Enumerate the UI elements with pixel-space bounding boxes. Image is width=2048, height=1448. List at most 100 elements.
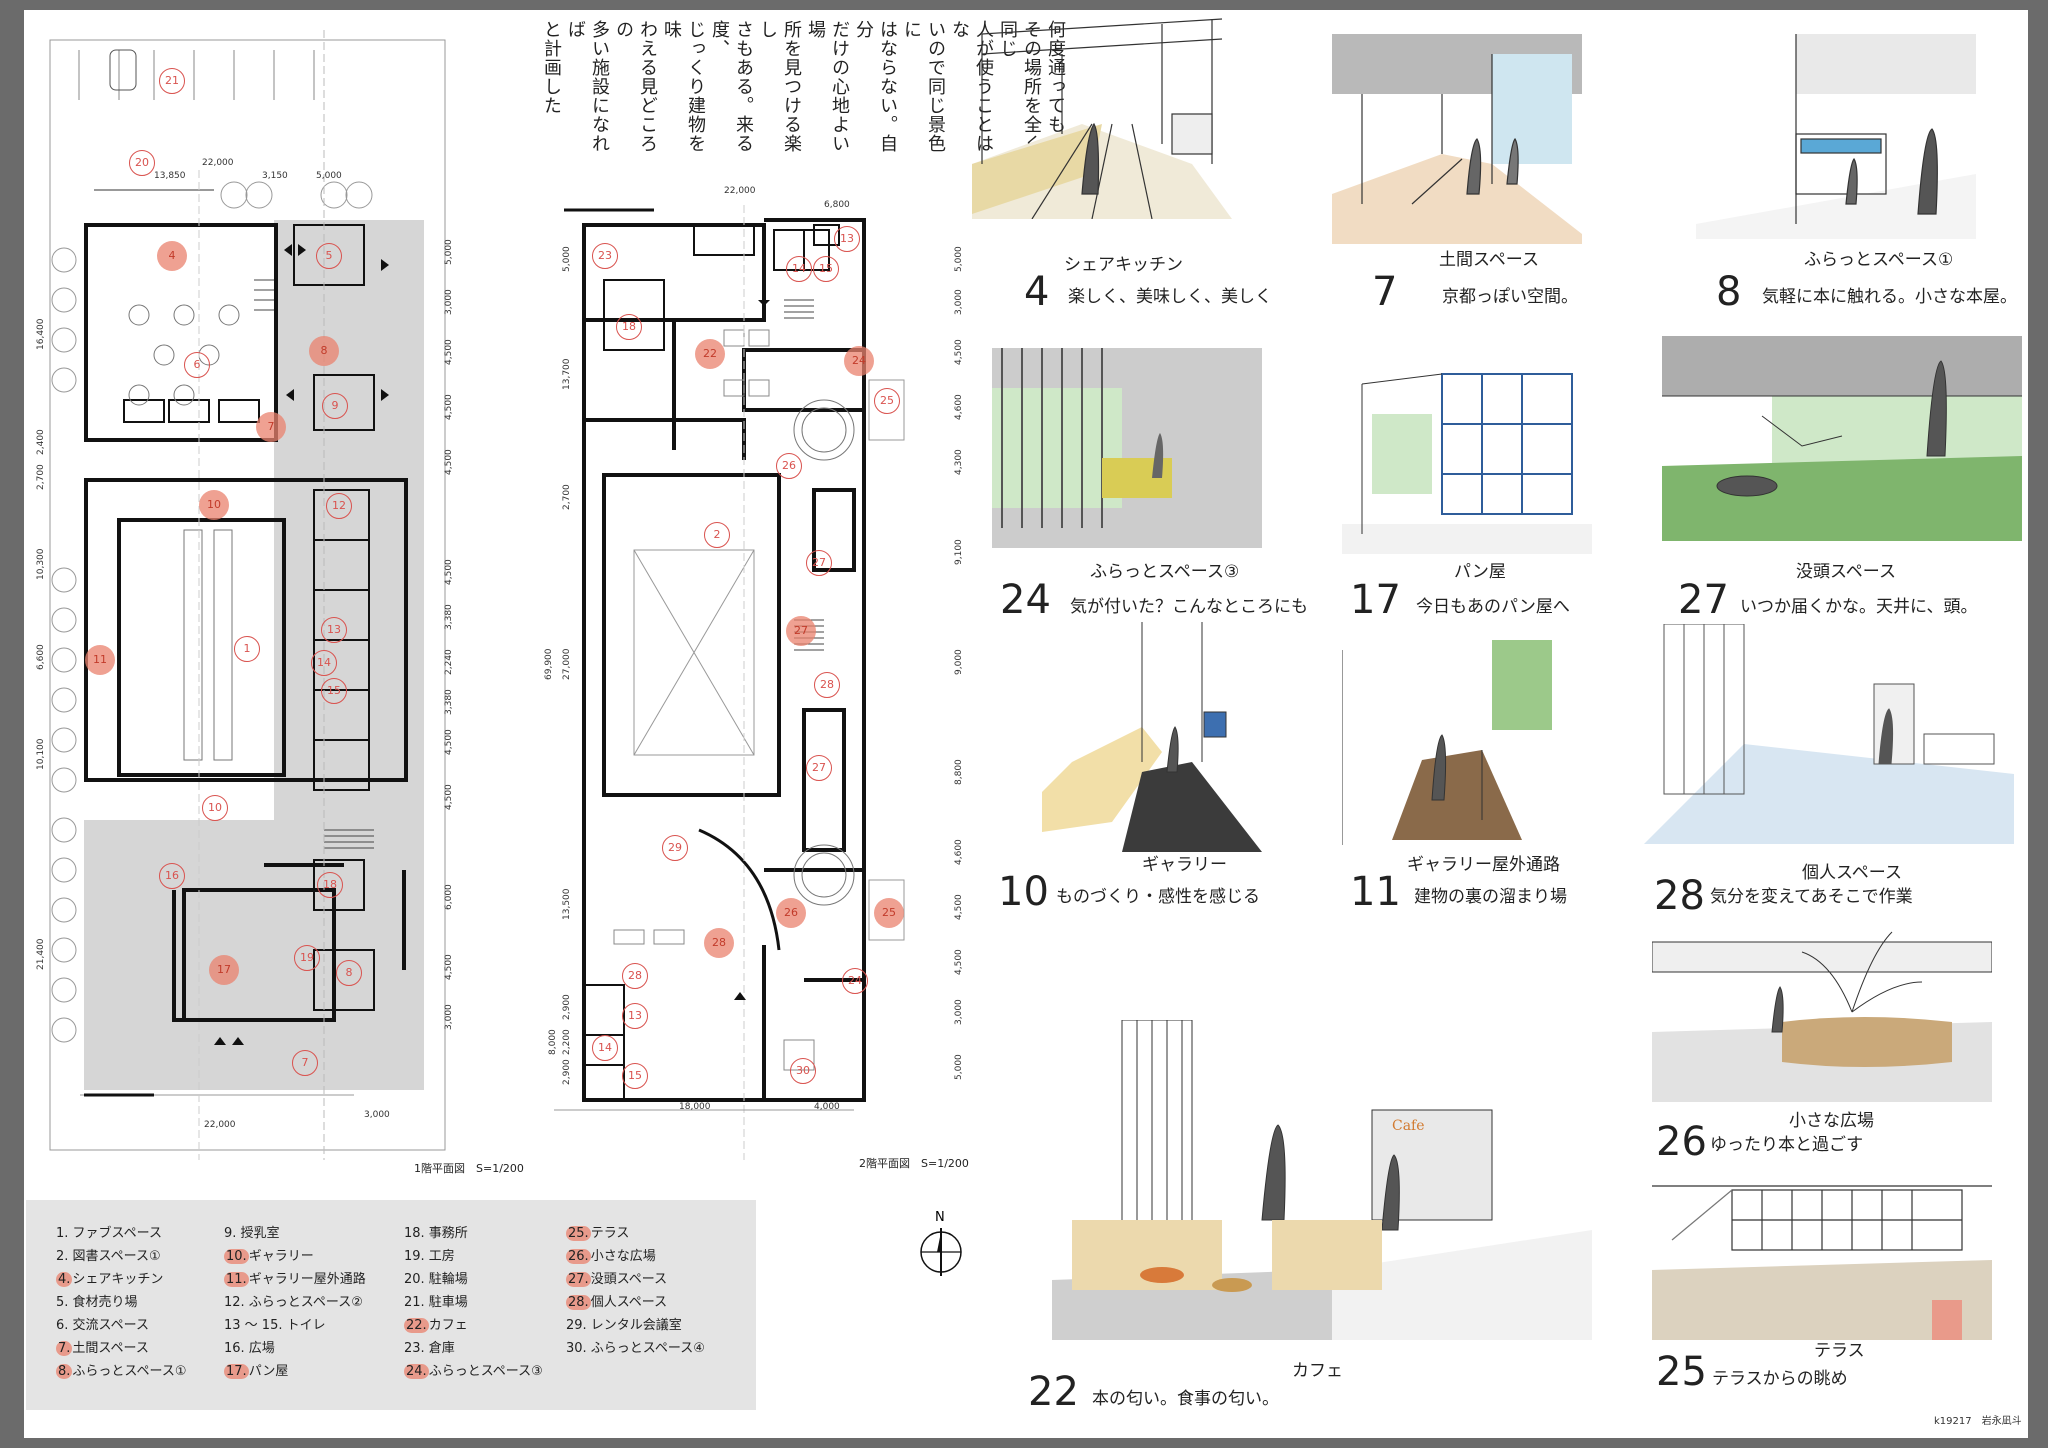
f1-dim-bottom-total: 22,000 xyxy=(204,1120,236,1130)
sketch-title-24: ふらっとスペース③ xyxy=(1090,562,1240,582)
gallery-passage-drawing xyxy=(1342,640,1552,845)
f1-room-6: 6 xyxy=(184,352,210,378)
sketch-num-17: 17 xyxy=(1350,577,1401,623)
legend-col4-4: 29. レンタル会議室 xyxy=(566,1318,682,1333)
sketch-flat-space-1 xyxy=(1696,34,1976,239)
f2-dim-right-1: 3,000 xyxy=(954,289,964,315)
f2-dim-top-total: 22,000 xyxy=(724,186,756,196)
legend-col1-3: 5. 食材売り場 xyxy=(56,1295,138,1310)
f2-dim-right-6: 9,000 xyxy=(954,649,964,675)
f2-dim-right-8: 4,600 xyxy=(954,839,964,865)
f1-dim-right-6: 3,380 xyxy=(444,604,454,630)
sketch-caption-8: 気軽に本に触れる。小さな本屋。 xyxy=(1762,287,2017,307)
f1-dim-right-12: 4,500 xyxy=(444,954,454,980)
f2-room-24b: 24 xyxy=(842,968,868,994)
f2-dim-left-8: 2,200 xyxy=(562,1029,572,1055)
f1-dim-right-5: 4,500 xyxy=(444,559,454,585)
legend-col2-2: 11.ギャラリー屋外通路 xyxy=(224,1272,366,1287)
f1-dim-left-4: 6,600 xyxy=(36,644,46,670)
flat-space-1-drawing xyxy=(1696,34,1976,239)
f1-room-11: 11 xyxy=(85,645,115,675)
f2-dim-right-10: 4,500 xyxy=(954,949,964,975)
f1-room-9: 9 xyxy=(322,393,348,419)
f2-room-14b: 14 xyxy=(592,1035,618,1061)
f1-room-8: 8 xyxy=(309,336,339,366)
f1-room-18: 18 xyxy=(317,872,343,898)
legend-col4-1: 26.小さな広場 xyxy=(566,1249,656,1264)
sketch-caption-25: テラスからの眺め xyxy=(1712,1369,1848,1389)
legend-col4-3: 28.個人スペース xyxy=(566,1295,668,1310)
sketch-gallery xyxy=(1042,622,1272,852)
f1-room-13: 13 xyxy=(321,617,347,643)
f2-room-25: 25 xyxy=(874,388,900,414)
sketch-caption-26: ゆったり本と過ごす xyxy=(1710,1135,1864,1155)
f1-dim-left-1: 2,700 xyxy=(36,464,46,490)
f1-dim-left-2: 2,400 xyxy=(36,429,46,455)
sketch-caption-4: 楽しく、美味しく、美しく xyxy=(1068,287,1272,307)
floor2-title: 2階平面図 S=1/200 xyxy=(859,1157,969,1170)
cafe-drawing xyxy=(1052,1020,1592,1340)
f1-room-1: 1 xyxy=(234,636,260,662)
f2-dim-right-0: 5,000 xyxy=(954,246,964,272)
legend-col3-3: 21. 駐車場 xyxy=(404,1295,468,1310)
sketch-num-26: 26 xyxy=(1656,1119,1707,1165)
sketch-share-kitchen xyxy=(972,14,1232,219)
f2-room-26b: 26 xyxy=(776,898,806,928)
intro-line-3: いので同じ景色に xyxy=(901,20,946,153)
sketch-caption-11: 建物の裏の溜まり場 xyxy=(1414,887,1567,907)
f2-dim-left-3: 69,900 xyxy=(544,648,554,681)
floor1-title: 1階平面図 S=1/200 xyxy=(414,1162,524,1175)
legend-col1-5: 7.土間スペース xyxy=(56,1341,149,1356)
floor1-plan: 22,000 13,850 3,150 5,000 22,000 3,000 1… xyxy=(24,10,524,1190)
floor1-drawing xyxy=(49,30,446,1160)
legend-col1-0: 1. ファブスペース xyxy=(56,1226,162,1241)
north-arrow: N xyxy=(919,1210,963,1280)
legend-col1-4: 6. 交流スペース xyxy=(56,1318,149,1333)
sketch-num-22: 22 xyxy=(1028,1369,1079,1415)
sketch-num-4: 4 xyxy=(1024,269,1050,315)
f2-dim-left-5: 13,500 xyxy=(562,888,572,921)
f2-room-27: 27 xyxy=(806,550,832,576)
f1-room-12: 12 xyxy=(326,493,352,519)
f1-room-8b: 8 xyxy=(336,960,362,986)
f2-dim-left-2: 2,700 xyxy=(562,484,572,510)
f1-dim-left-5: 10,100 xyxy=(36,738,46,771)
sketch-caption-7: 京都っぽい空間。 xyxy=(1442,287,1578,307)
f1-room-10b: 10 xyxy=(202,795,228,821)
sketch-title-27: 没頭スペース xyxy=(1796,562,1896,582)
intro-line-5: だけの心地よい場 xyxy=(805,20,850,153)
sketch-caption-28: 気分を変えてあそこで作業 xyxy=(1710,887,1913,907)
f1-dim-top-b: 3,150 xyxy=(262,171,288,181)
intro-line-10: 多い施設になれば xyxy=(565,20,610,153)
f1-room-21: 21 xyxy=(159,68,185,94)
f1-dim-right-1: 3,000 xyxy=(444,289,454,315)
f1-dim-top-c: 5,000 xyxy=(316,171,342,181)
sketch-doma xyxy=(1332,34,1582,244)
f2-dim-left-4: 27,000 xyxy=(562,648,572,681)
sketch-num-28: 28 xyxy=(1654,873,1705,919)
presentation-sheet: 22,000 13,850 3,150 5,000 22,000 3,000 1… xyxy=(24,10,2028,1438)
f1-dim-right-7: 2,240 xyxy=(444,649,454,675)
intro-line-4: はならない。自分 xyxy=(853,20,898,153)
legend-col3-4: 22.カフェ xyxy=(404,1318,468,1333)
f2-dim-bottom-a: 18,000 xyxy=(679,1102,711,1112)
legend-col2-6: 17.パン屋 xyxy=(224,1364,289,1379)
intro-line-7: さもある。来る度、 xyxy=(709,20,754,153)
sketch-gallery-passage xyxy=(1342,640,1572,845)
sketch-num-10: 10 xyxy=(998,869,1049,915)
f1-room-16: 16 xyxy=(159,863,185,889)
f1-room-4: 4 xyxy=(157,241,187,271)
sketch-title-7: 土間スペース xyxy=(1439,250,1539,270)
f1-dim-right-3: 4,500 xyxy=(444,394,454,420)
f2-room-2: 2 xyxy=(704,522,730,548)
f1-dim-right-8: 3,380 xyxy=(444,689,454,715)
f2-room-25b: 25 xyxy=(874,898,904,928)
f2-dim-left-0: 5,000 xyxy=(562,246,572,272)
f2-dim-top-b: 6,800 xyxy=(824,200,850,210)
f1-room-19: 19 xyxy=(294,945,320,971)
f2-dim-bottom-b: 4,000 xyxy=(814,1102,840,1112)
intro-line-8: じっくり建物を味 xyxy=(661,20,706,153)
sketch-bakery xyxy=(1342,344,1592,554)
f2-room-27c: 27 xyxy=(806,755,832,781)
f2-room-26: 26 xyxy=(776,453,802,479)
